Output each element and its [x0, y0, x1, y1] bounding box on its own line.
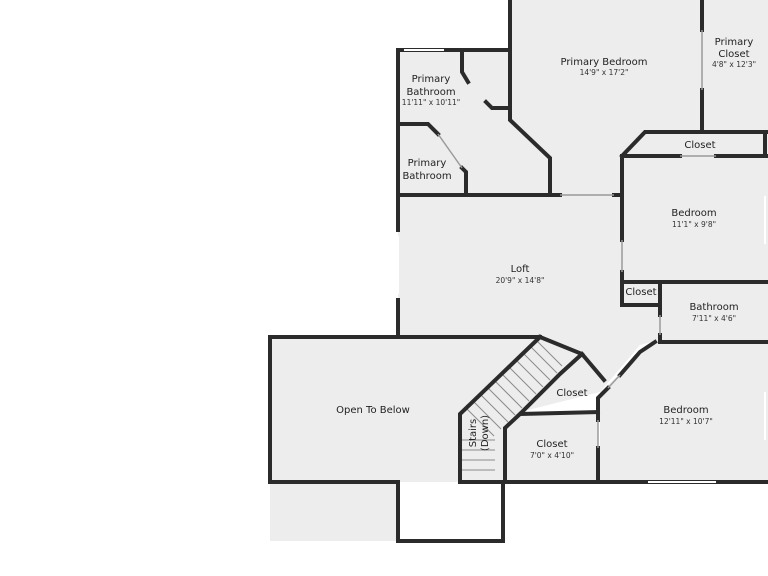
stair-tread [500, 372, 530, 402]
stairs-label: Stairs (Down) [468, 415, 491, 451]
wall [458, 334, 543, 484]
room-name: Open To Below [336, 405, 410, 416]
stair-tread [472, 400, 502, 430]
walls [268, 0, 768, 543]
room-dimensions: 20'9" x 14'8" [496, 276, 545, 285]
wall [503, 411, 523, 484]
fill-lower-closets [505, 412, 598, 482]
room-name: Bathroom [406, 87, 455, 98]
room-name: Closet [718, 49, 749, 60]
room-dimensions: 4'8" x 12'3" [712, 60, 756, 69]
stair-tread [528, 344, 558, 374]
wall [619, 130, 768, 159]
wall [460, 50, 471, 85]
stair-tread [493, 379, 523, 409]
stair-tread [465, 407, 495, 437]
stairs-fill [460, 337, 568, 482]
room-dimensions: 11'11" x 10'11" [402, 98, 460, 107]
door [607, 374, 621, 389]
wall [483, 99, 512, 110]
stair-tread [514, 358, 544, 388]
room-name: Loft [511, 264, 530, 275]
room-name: Closet [684, 140, 715, 151]
room-name: Bedroom [663, 405, 708, 416]
room-name: Closet [536, 439, 567, 450]
stair-tread [521, 351, 551, 381]
fill-primary-wing [398, 0, 768, 195]
room-name: Primary [408, 158, 447, 169]
stair-tread [535, 339, 563, 367]
stair-tread [507, 365, 537, 395]
room-name: Primary [412, 74, 451, 85]
room-labels: Primary Bedroom 14'9" x 17'2" Primary Cl… [336, 37, 756, 460]
room-name: Bedroom [671, 208, 716, 219]
room-dimensions: 7'0" x 4'10" [530, 451, 574, 460]
wall [459, 165, 468, 197]
doors [437, 30, 716, 448]
room-dimensions: 7'11" x 4'6" [692, 314, 736, 323]
stairs-hatch [460, 337, 568, 482]
room-name: Stairs [468, 419, 479, 448]
wall [268, 335, 542, 543]
room-name: Bathroom [402, 171, 451, 182]
room-name: Primary Bedroom [560, 57, 647, 68]
room-dimensions: 11'1" x 9'8" [672, 220, 716, 229]
room-name: Primary [715, 37, 754, 48]
room-dimensions: 14'9" x 17'2" [580, 68, 629, 77]
door [437, 133, 463, 169]
room-name: Closet [556, 388, 587, 399]
room-name: Bathroom [689, 302, 738, 313]
wall [617, 339, 658, 378]
room-name: Closet [625, 287, 656, 298]
fill-open-to-below [270, 337, 540, 541]
wall [396, 48, 512, 197]
stair-tread [479, 393, 509, 423]
wall [515, 351, 601, 417]
room-name: (Down) [480, 415, 491, 451]
wall [508, 0, 552, 197]
wall [396, 122, 441, 137]
room-dimensions: 12'11" x 10'7" [659, 417, 713, 426]
fill-east-rooms [600, 132, 768, 482]
stair-tread [486, 386, 516, 416]
windows [397, 49, 766, 483]
